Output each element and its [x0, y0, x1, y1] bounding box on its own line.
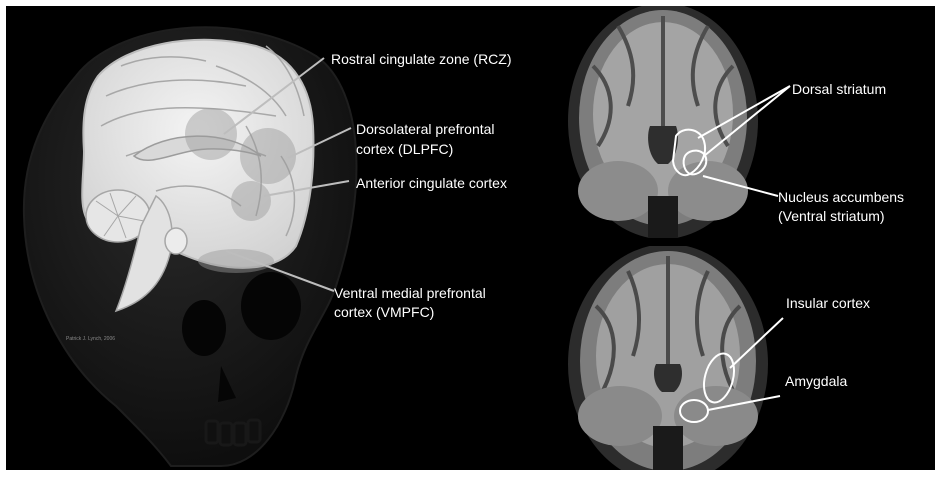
label-vmpfc-line2: cortex (VMPFC) [334, 303, 434, 321]
mri-bottom-panel [558, 246, 928, 470]
label-nucleus-accumbens-line2: (Ventral striatum) [778, 207, 885, 225]
brain-illustration [6, 6, 566, 470]
mri-top-image [568, 6, 758, 238]
label-acc: Anterior cingulate cortex [356, 174, 507, 192]
figure-canvas: Patrick J. Lynch, 2006 [6, 6, 935, 470]
label-rcz: Rostral cingulate zone (RCZ) [331, 50, 512, 68]
mri-bottom-image [568, 246, 768, 470]
label-amygdala: Amygdala [785, 372, 847, 390]
label-nucleus-accumbens-line1: Nucleus accumbens [778, 188, 904, 206]
label-dorsal-striatum: Dorsal striatum [792, 80, 886, 98]
label-dlpfc-line1: Dorsolateral prefrontal [356, 120, 495, 138]
label-dlpfc-line2: cortex (DLPFC) [356, 140, 453, 158]
illustration-credit: Patrick J. Lynch, 2006 [66, 336, 115, 342]
label-vmpfc-line1: Ventral medial prefrontal [334, 284, 486, 302]
label-insular-cortex: Insular cortex [786, 294, 870, 312]
